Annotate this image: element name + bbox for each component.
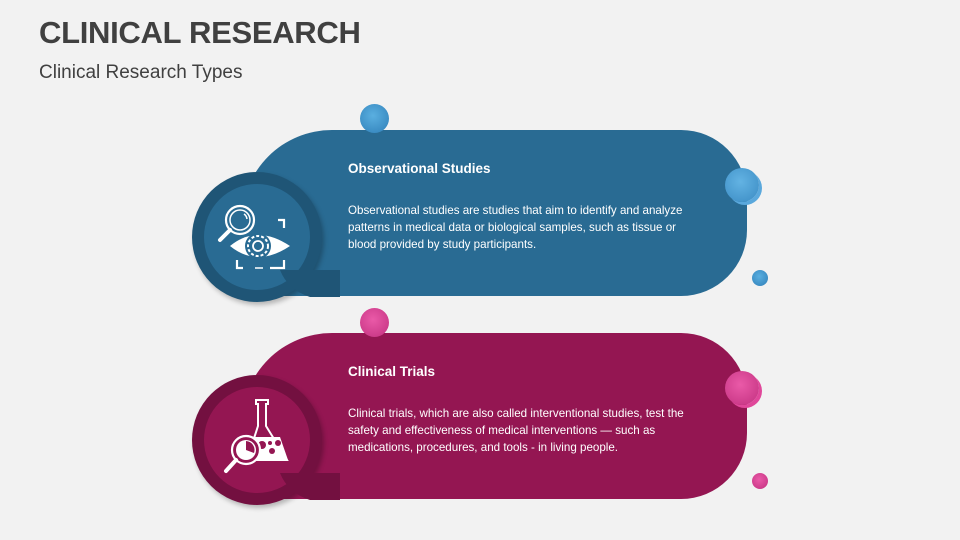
observational-badge-tail <box>280 270 340 297</box>
decor-bubble <box>360 308 389 337</box>
decor-bubble <box>752 270 768 286</box>
decor-bubble <box>752 473 768 489</box>
card-description: Observational studies are studies that a… <box>348 204 683 251</box>
card-title: Observational Studies <box>348 161 491 176</box>
page-title: CLINICAL RESEARCH <box>39 15 361 50</box>
decor-bubble <box>360 104 389 133</box>
card-title: Clinical Trials <box>348 364 436 379</box>
decor-bubble <box>725 371 759 405</box>
page-subtitle: Clinical Research Types <box>39 62 243 83</box>
observational-studies-card: Observational Studies Observational stud… <box>242 130 747 296</box>
decor-bubble <box>725 168 759 202</box>
flask-magnifier-icon <box>224 399 289 473</box>
magnifier-eye-icon <box>218 204 290 270</box>
clinical-trials-card: Clinical Trials Clinical trials, which a… <box>242 333 747 499</box>
clinical-trials-badge-tail <box>280 473 340 500</box>
card-description: Clinical trials, which are also called i… <box>348 407 684 454</box>
